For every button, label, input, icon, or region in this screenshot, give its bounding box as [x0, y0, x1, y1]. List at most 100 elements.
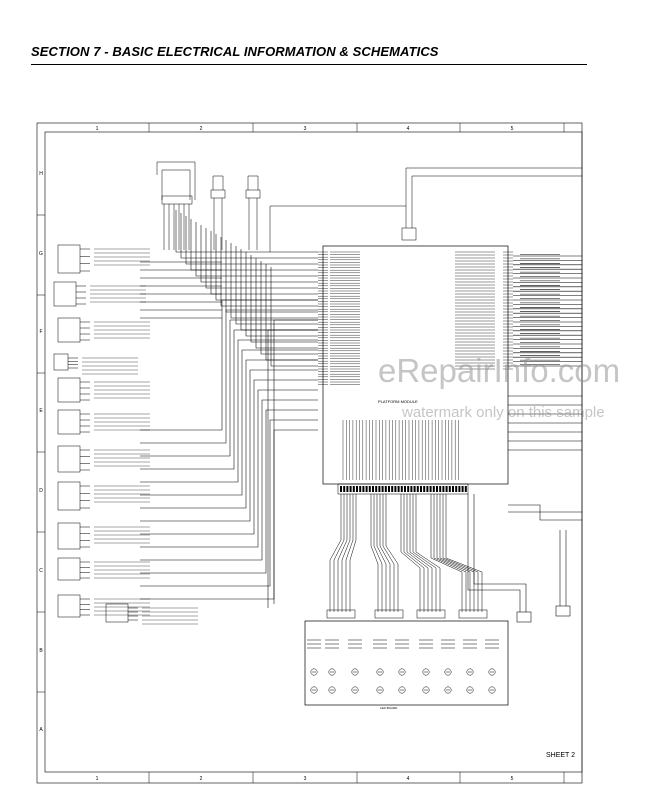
wire — [409, 494, 433, 612]
bottom-connector-pin — [372, 486, 374, 492]
switch-component — [57, 409, 81, 435]
led-indicators — [307, 639, 499, 694]
bottom-connector-pin — [455, 486, 458, 492]
switch-component — [57, 377, 81, 403]
outer-border — [36, 122, 583, 784]
bottom-connector-pin — [445, 486, 448, 492]
top-connector-block — [401, 227, 417, 241]
bottom-connector-pin — [359, 486, 362, 492]
wire — [370, 494, 379, 612]
wire — [382, 494, 395, 612]
wire — [442, 494, 479, 612]
switch-component — [53, 281, 77, 307]
column-ticks — [37, 123, 565, 783]
wire — [140, 399, 318, 561]
bottom-connector-pin — [436, 486, 438, 492]
led-indicator — [351, 686, 359, 694]
led-indicator — [444, 686, 452, 694]
switch-component — [105, 603, 129, 623]
wire — [140, 339, 318, 483]
bottom-connector-pin — [368, 486, 371, 492]
left-wire-labels — [82, 248, 198, 625]
bottom-connector-pin — [375, 486, 378, 492]
bottom-connector-pin — [452, 486, 454, 492]
led-indicator — [376, 668, 384, 676]
bottom-connector-pin — [362, 486, 365, 492]
lamp-connector — [326, 609, 356, 619]
wire — [333, 494, 345, 612]
wire — [267, 329, 318, 608]
left-wire-bundle — [140, 210, 318, 608]
bottom-connector-pin — [378, 486, 381, 492]
drawing-frame — [36, 122, 583, 784]
row-label: G — [39, 251, 43, 257]
column-label-bottom: 1 — [96, 776, 99, 782]
led-indicator — [328, 668, 336, 676]
bottom-connector-pin — [429, 486, 432, 492]
led-indicator — [488, 686, 496, 694]
wire — [205, 228, 318, 289]
wire — [140, 309, 318, 444]
top-connector-block — [161, 195, 193, 205]
wire — [379, 494, 391, 612]
led-indicator — [398, 668, 406, 676]
row-label: C — [39, 568, 43, 574]
switch-component — [57, 244, 81, 274]
wire — [400, 494, 421, 612]
switch-component — [57, 317, 81, 343]
column-label-top: 2 — [200, 126, 203, 132]
bottom-connector-pin — [397, 486, 400, 492]
wire — [140, 329, 318, 470]
led-board-box — [304, 620, 509, 706]
wire — [415, 494, 441, 612]
watermark-note: watermark only on this sample — [402, 404, 605, 421]
switch-component — [57, 522, 81, 550]
bottom-connector-pin — [432, 486, 435, 492]
column-label-bottom: 2 — [200, 776, 203, 782]
bottom-connector-pin — [343, 486, 346, 492]
row-label: H — [39, 171, 43, 177]
switch-component — [53, 353, 69, 371]
bottom-connector — [337, 483, 469, 495]
wire — [245, 252, 318, 337]
wire — [210, 231, 318, 295]
wire — [140, 429, 318, 600]
led-indicator — [466, 686, 474, 694]
wire — [403, 494, 425, 612]
bottom-wire-bundle — [326, 494, 488, 619]
wire — [255, 258, 318, 349]
wire — [445, 494, 483, 612]
connector-block — [555, 605, 571, 617]
led-indicator — [444, 668, 452, 676]
wire — [412, 494, 437, 612]
module-bottom-connector — [337, 483, 469, 495]
led-indicator — [351, 668, 359, 676]
analyzer-port-connector — [516, 611, 532, 623]
wire — [140, 389, 318, 548]
led-indicator — [422, 686, 430, 694]
inner-border — [44, 131, 583, 773]
bottom-connector-pin — [356, 486, 358, 492]
wire — [349, 494, 357, 612]
wire — [195, 222, 318, 277]
bottom-connector-pin — [439, 486, 442, 492]
row-label: E — [39, 408, 43, 414]
bottom-connector-pin — [448, 486, 451, 492]
bottom-connector-pin — [442, 486, 445, 492]
switch-component — [57, 594, 81, 618]
bottom-connector-pin — [365, 486, 368, 492]
bottom-connector-pin — [407, 486, 410, 492]
bottom-connector-pin — [458, 486, 461, 492]
bottom-connector-pin — [381, 486, 384, 492]
bottom-connector-pin — [426, 486, 429, 492]
wire — [467, 494, 521, 612]
header-rule — [31, 64, 587, 65]
wire — [180, 213, 318, 259]
bottom-connector-pin — [400, 486, 403, 492]
wire — [185, 216, 318, 265]
platform-module-label: PLATFORM MODULE — [378, 399, 418, 404]
wire — [385, 494, 399, 612]
